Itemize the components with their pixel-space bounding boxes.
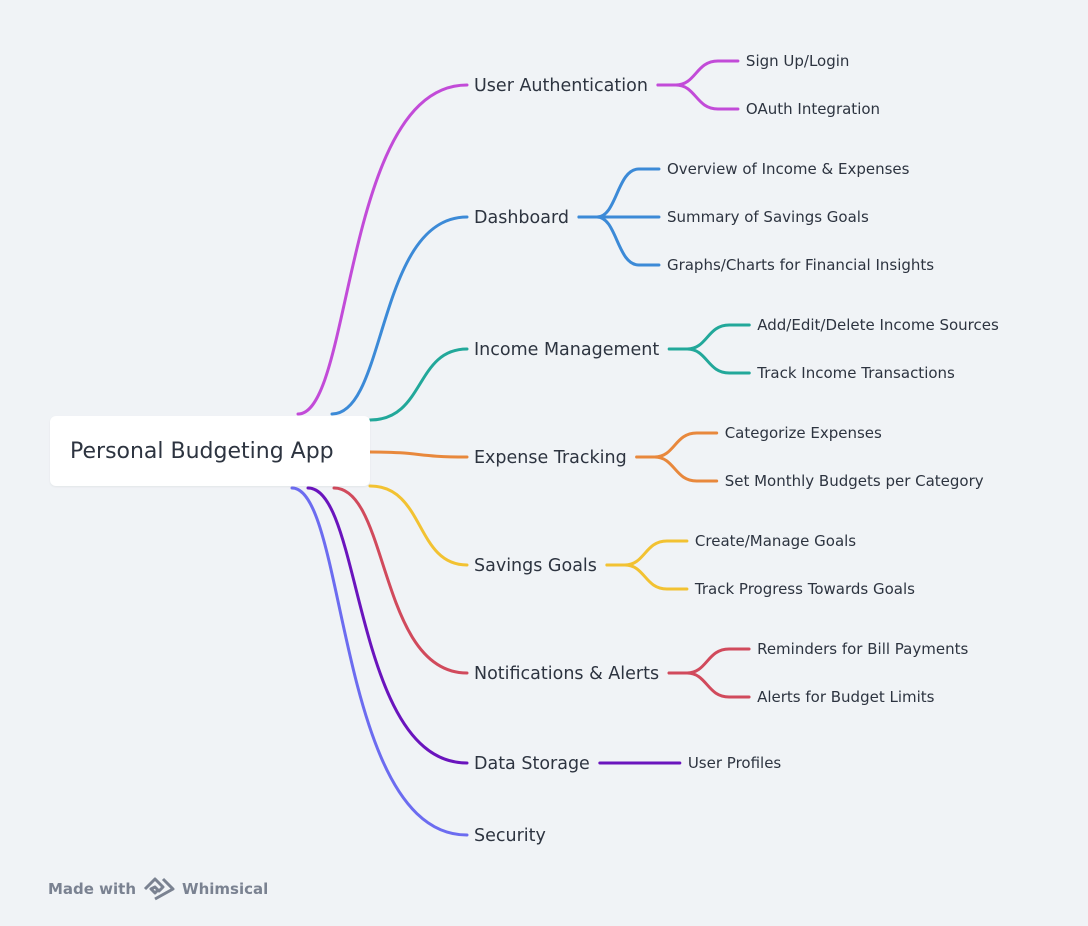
branch-notifications-and-alerts[interactable]: Notifications & Alerts <box>474 664 659 684</box>
branch-savings-goals[interactable]: Savings Goals <box>474 556 597 576</box>
leaf-track-progress-towards-goals[interactable]: Track Progress Towards Goals <box>694 580 915 598</box>
leaf-summary-of-savings-goals[interactable]: Summary of Savings Goals <box>667 208 869 226</box>
leaf-sign-up-login[interactable]: Sign Up/Login <box>746 52 850 70</box>
connector-create-manage-goals <box>605 539 689 567</box>
connector-overview-of-income-and-expenses <box>577 167 661 219</box>
connector-savings-goals <box>368 484 469 567</box>
branch-user-authentication[interactable]: User Authentication <box>474 76 648 96</box>
connector-categorize-expenses <box>635 431 719 459</box>
branch-security[interactable]: Security <box>474 826 546 846</box>
whimsical-logo-icon <box>143 877 175 901</box>
leaf-track-income-transactions[interactable]: Track Income Transactions <box>756 364 955 382</box>
connector-user-authentication <box>296 83 469 416</box>
connector-notifications-and-alerts <box>332 486 469 675</box>
connector-reminders-for-bill-payments <box>667 647 751 675</box>
branch-data-storage[interactable]: Data Storage <box>474 754 590 774</box>
connector-set-monthly-budgets-per-category <box>635 455 719 483</box>
leaf-oauth-integration[interactable]: OAuth Integration <box>746 100 880 118</box>
leaf-create-manage-goals[interactable]: Create/Manage Goals <box>695 532 856 550</box>
connector-track-progress-towards-goals <box>605 563 689 591</box>
leaf-categorize-expenses[interactable]: Categorize Expenses <box>725 424 882 442</box>
leaf-overview-of-income-and-expenses[interactable]: Overview of Income & Expenses <box>667 160 910 178</box>
connector-income-management <box>368 347 469 422</box>
whimsical-brand-name: Whimsical <box>182 880 269 898</box>
branch-income-management[interactable]: Income Management <box>474 340 659 360</box>
connector-graphs-charts-for-financial-insights <box>577 215 661 267</box>
connector-track-income-transactions <box>667 347 751 375</box>
made-with-label: Made with <box>48 880 137 898</box>
leaf-user-profiles[interactable]: User Profiles <box>688 754 782 772</box>
branch-dashboard[interactable]: Dashboard <box>474 208 569 228</box>
connector-oauth-integration <box>656 83 740 111</box>
connector-sign-up-login <box>656 59 740 87</box>
connector-expense-tracking <box>368 450 469 459</box>
connector-data-storage <box>306 486 469 765</box>
connector-add-edit-delete-income-sources <box>667 323 751 351</box>
leaf-reminders-for-bill-payments[interactable]: Reminders for Bill Payments <box>757 640 968 658</box>
branch-expense-tracking[interactable]: Expense Tracking <box>474 448 627 468</box>
connector-security <box>290 486 469 837</box>
leaf-add-edit-delete-income-sources[interactable]: Add/Edit/Delete Income Sources <box>757 316 999 334</box>
connector-dashboard <box>330 215 469 416</box>
leaf-graphs-charts-for-financial-insights[interactable]: Graphs/Charts for Financial Insights <box>667 256 934 274</box>
root-node[interactable]: Personal Budgeting App <box>50 416 370 486</box>
connector-alerts-for-budget-limits <box>667 671 751 699</box>
leaf-set-monthly-budgets-per-category[interactable]: Set Monthly Budgets per Category <box>725 472 984 490</box>
root-title: Personal Budgeting App <box>70 438 334 464</box>
made-with-whimsical: Made with Whimsical <box>48 876 268 902</box>
leaf-alerts-for-budget-limits[interactable]: Alerts for Budget Limits <box>757 688 935 706</box>
